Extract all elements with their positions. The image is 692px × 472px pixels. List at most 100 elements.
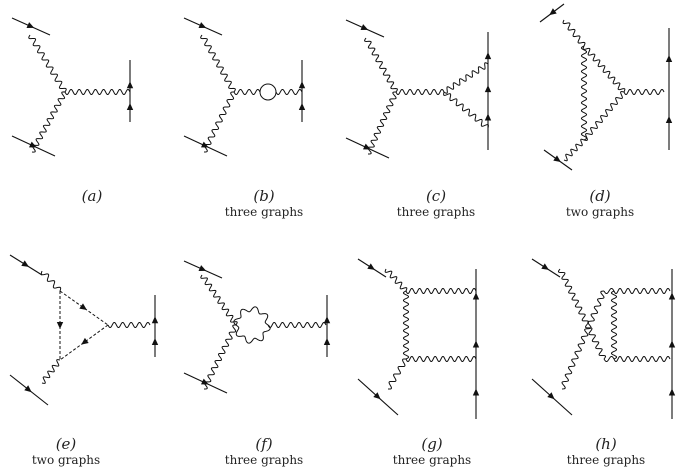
fermion-arrow (26, 22, 35, 28)
panel-b-label: (b) (253, 187, 275, 205)
photon-upper (40, 270, 62, 292)
diagram-a (11, 17, 134, 157)
panel-h-text: (h) three graphs (520, 436, 692, 468)
photon-right (64, 88, 131, 96)
fermion-arrow (484, 85, 492, 93)
panel-c-label: (c) (425, 187, 447, 205)
panel-a-label: (a) (81, 187, 103, 205)
fermion-arrow (373, 392, 381, 400)
diagram-g (357, 258, 480, 419)
fermion-arrow (126, 103, 134, 110)
photon-right (107, 321, 151, 329)
fermion-arrow (472, 340, 480, 348)
photon-box-top (405, 287, 477, 295)
photon-stub-bottom (603, 355, 615, 363)
photon-box-bottom (613, 355, 671, 363)
ghost-arrow (56, 322, 64, 329)
fermion-arrow (151, 338, 159, 345)
fermion-arrow (472, 292, 480, 300)
panel-e-caption: two graphs (31, 453, 101, 467)
photon-tri-c (580, 45, 588, 141)
fermion-arrow (668, 340, 676, 348)
fermion-arrow (201, 378, 209, 385)
photon-right (267, 321, 327, 329)
fermion-arrow (198, 265, 207, 271)
fermion-arrow (668, 292, 676, 300)
photon-box-bottom (405, 355, 477, 363)
diagram-d (539, 3, 673, 171)
fermion-arrow (541, 263, 549, 270)
panel-d-caption: two graphs (565, 205, 635, 219)
photon-right-b (275, 88, 303, 96)
photon-lower (203, 91, 235, 153)
fermion-arrow (553, 155, 561, 162)
panel-g-text: (g) three graphs (346, 435, 518, 468)
ghost-arrow (81, 337, 89, 345)
photon-stub-top (603, 287, 615, 295)
fermion-arrow (549, 8, 557, 16)
fermion-arrow (29, 141, 37, 148)
photon-lower (367, 91, 397, 155)
fermion-arrow (668, 388, 676, 396)
photon-upper (364, 37, 398, 93)
photon-tri-upper (443, 62, 489, 94)
photon-upper (200, 34, 236, 93)
panel-b-caption: three graphs (224, 205, 304, 219)
photon-right (623, 88, 665, 96)
fermion-arrow (21, 260, 29, 267)
photon-lower (31, 91, 66, 153)
fermion-arrow (484, 113, 492, 121)
fermion-arrow (665, 55, 673, 62)
panel-d-text: (d) two graphs (514, 187, 686, 220)
fermion-arrow (665, 116, 673, 123)
photon-cross-b (561, 290, 605, 390)
fermion-arrow (323, 338, 331, 345)
panel-f-caption: three graphs (224, 453, 304, 467)
panel-e-text: (e) two graphs (0, 435, 152, 468)
panel-f-text: (f) three graphs (178, 435, 350, 468)
panel-e-label: (e) (55, 435, 77, 453)
loop-bubble (259, 83, 277, 101)
panel-f-label: (f) (255, 435, 273, 453)
photon-lower (387, 358, 407, 390)
photon-right-a (233, 88, 261, 96)
photon-lower (203, 324, 237, 390)
fermion-arrow (298, 103, 306, 110)
photon-tri-a (582, 45, 626, 93)
fermion-arrow (151, 316, 159, 324)
panel-c-text: (c) three graphs (350, 187, 522, 220)
ghost-arrow (79, 303, 87, 310)
photon-upper (200, 274, 238, 326)
panel-g-label: (g) (421, 435, 443, 453)
fermion-arrow (360, 24, 369, 30)
photon-upper (384, 268, 408, 292)
diagram-f (183, 260, 331, 394)
fermion-arrow (126, 81, 134, 89)
diagram-b (183, 17, 306, 157)
diagram-e (9, 254, 159, 406)
fermion-arrow (472, 388, 480, 396)
photon-box-top (613, 287, 671, 295)
photon-box-left (610, 290, 618, 360)
photon-tri-lower (443, 91, 489, 129)
fermion-arrow (484, 52, 492, 60)
photon-upper (562, 19, 586, 47)
fermion-arrow (323, 316, 331, 324)
panel-g-caption: three graphs (392, 453, 472, 467)
fermion-arrow (198, 22, 207, 28)
fermion-arrow (547, 392, 555, 400)
fermion-arrow (298, 81, 306, 89)
photon-tri-b (583, 91, 625, 141)
photon-upper (28, 34, 67, 93)
panel-d-label: (d) (589, 187, 611, 205)
photon-lower (563, 138, 585, 162)
photon-lower (41, 359, 61, 384)
photon-box-left (402, 290, 410, 360)
photon-mid (395, 88, 445, 96)
panel-b-text: (b) three graphs (178, 187, 350, 220)
panel-c-caption: three graphs (396, 205, 476, 219)
diagram-h (531, 258, 676, 419)
fermion-arrow (24, 385, 32, 393)
fermion-arrow (363, 143, 371, 150)
